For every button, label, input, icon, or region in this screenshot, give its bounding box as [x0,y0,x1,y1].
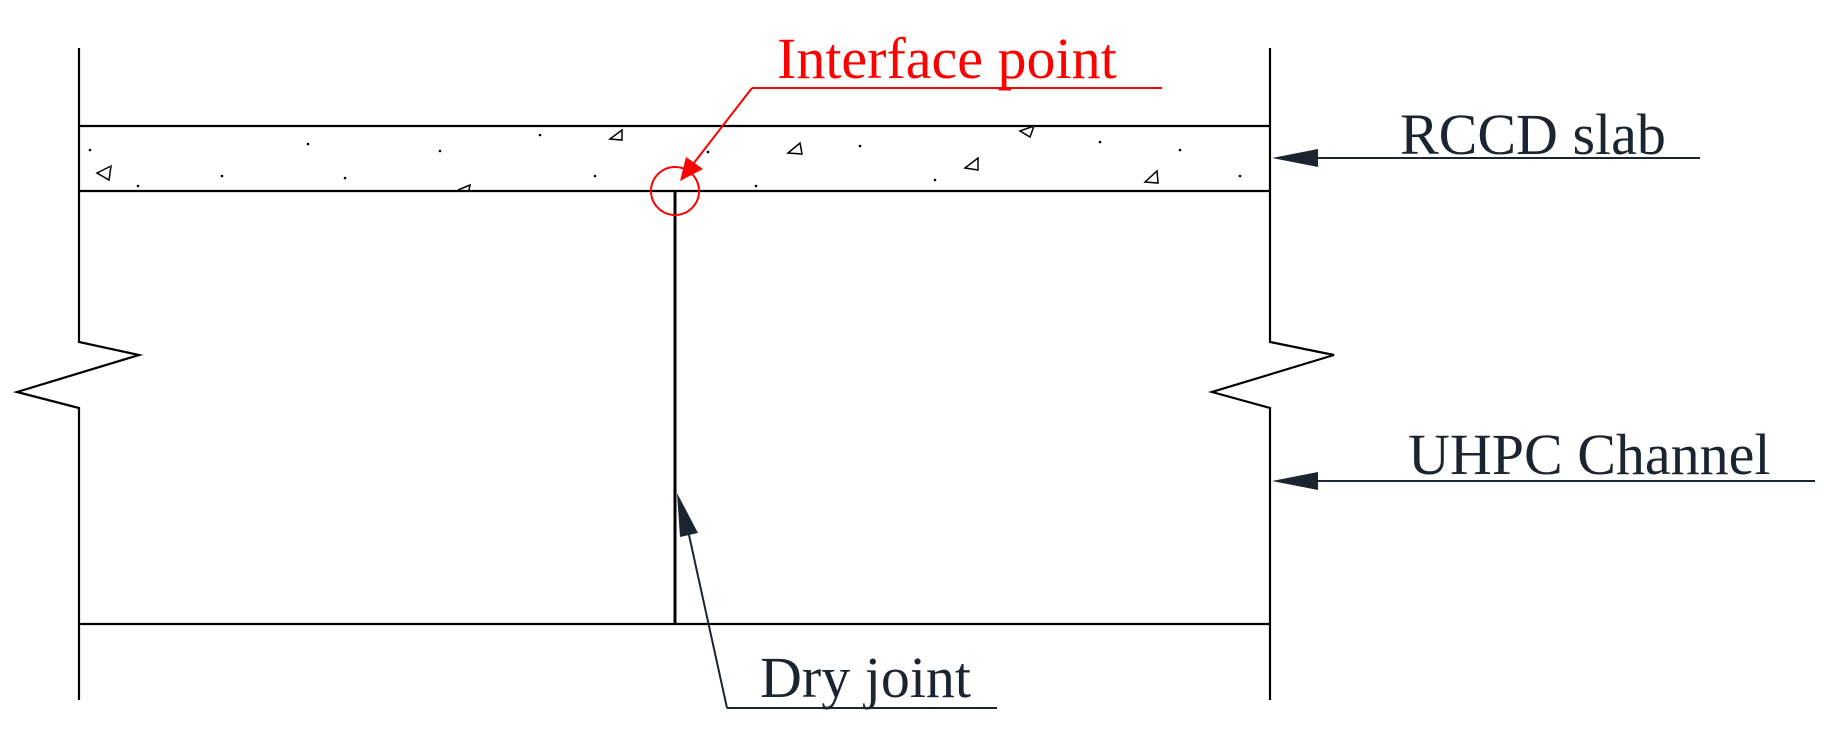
dry-joint-label: Dry joint [760,645,971,710]
aggregate-mark [963,156,979,171]
interface-point-label: Interface point [777,26,1117,91]
aggregate-mark [786,141,803,155]
rccd-slab-leader [1272,149,1700,167]
aggregate-mark [1143,169,1159,184]
concrete-hatch [95,124,1159,191]
aggregate-mark [95,164,112,182]
aggregate-mark [607,128,623,141]
interface-point-circle [650,166,700,216]
rccd-slab-arrowhead [1272,149,1318,167]
uhpc-channel-leader [1272,472,1815,490]
left-boundary-break-line [12,48,144,700]
aggregate-mark [1018,124,1036,139]
interface-point-arrowhead [680,157,703,181]
uhpc-channel-arrowhead [1272,472,1318,490]
right-boundary-break-line [1208,48,1335,700]
aggregate-mark [457,183,472,191]
interface-point-leader [680,87,1162,181]
dry-joint-leader [677,493,997,709]
dry-joint-arrowhead [677,493,698,537]
uhpc-channel-label: UHPC Channel [1408,422,1771,487]
concrete-dots [88,133,1242,188]
rccd-slab-label: RCCD slab [1400,102,1666,167]
